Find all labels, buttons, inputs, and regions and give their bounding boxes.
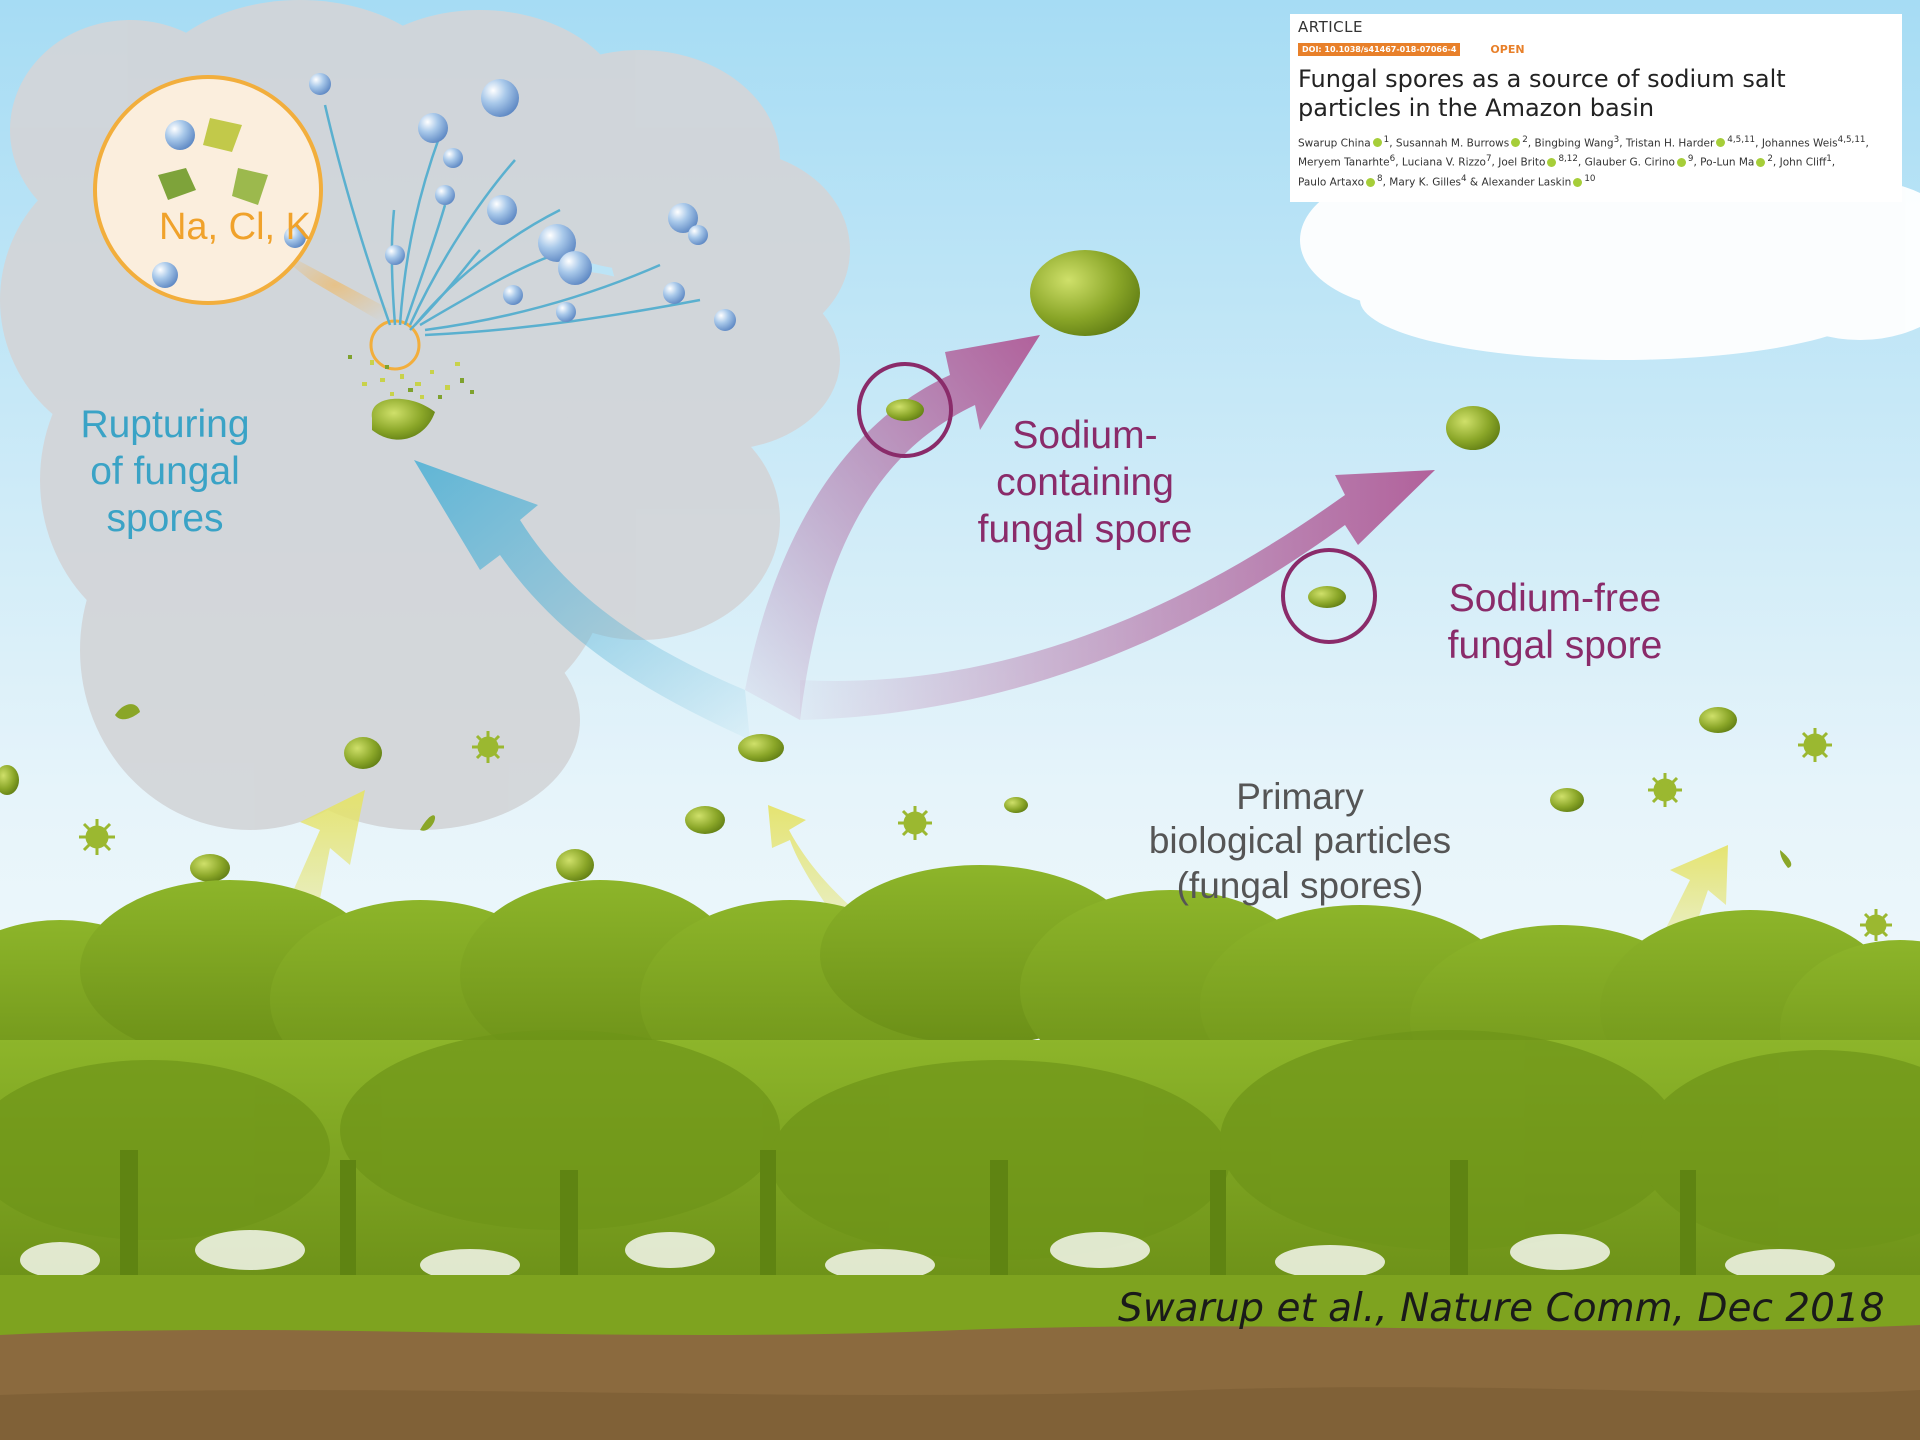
undergrowth: [20, 1230, 1835, 1281]
affiliation-number: 4,5,11: [1837, 134, 1866, 145]
orcid-icon[interactable]: [1372, 138, 1382, 148]
source-spore: [738, 734, 784, 762]
author-name[interactable]: Mary K. Gilles: [1389, 176, 1462, 189]
particle-burst: [323, 104, 701, 337]
affiliation-number: 1: [1826, 154, 1832, 165]
sodium-free-spore: [1446, 406, 1500, 450]
author-name[interactable]: Bingbing Wang: [1534, 137, 1614, 150]
author-name[interactable]: Glauber G. Cirino: [1584, 156, 1675, 169]
affiliation-number: 4: [1461, 174, 1467, 185]
author-name[interactable]: Alexander Laskin: [1481, 176, 1572, 189]
element-magnifier: [93, 75, 421, 371]
affiliation-number: 8: [1377, 174, 1383, 185]
primary-particles-label: Primary biological particles (fungal spo…: [1148, 776, 1452, 906]
ruptured-spore: [348, 355, 474, 440]
orcid-icon[interactable]: [1676, 157, 1686, 167]
author-name[interactable]: Susannah M. Burrows: [1395, 137, 1510, 150]
affiliation-number: 6: [1389, 154, 1396, 165]
article-title: Fungal spores as a source of sodium salt…: [1298, 65, 1786, 122]
orcid-icon[interactable]: [1511, 138, 1521, 148]
author-name[interactable]: Joel Brito: [1498, 156, 1546, 169]
affiliation-number: 10: [1584, 174, 1596, 185]
author-name[interactable]: John Cliff: [1779, 156, 1827, 169]
doi-badge[interactable]: DOI: 10.1038/s41467-018-07066-4: [1298, 42, 1461, 56]
citation: Swarup et al., Nature Comm, Dec 2018: [1118, 1286, 1885, 1331]
sodium-containing-spore: [1030, 250, 1140, 336]
sodium-free-label: Sodium-free fungal spore: [1447, 577, 1663, 667]
author-name[interactable]: Luciana V. Rizzo: [1401, 156, 1486, 169]
affiliation-number: 7: [1485, 154, 1492, 165]
salt-particles: [309, 73, 736, 331]
grass: [0, 1275, 1920, 1340]
affiliation-number: 8,12: [1558, 154, 1578, 165]
affiliation-number: 4,5,11: [1727, 134, 1756, 145]
forest-shadow: [0, 1030, 1920, 1260]
rupture-cloud: [0, 0, 850, 830]
sodium-spore-marker: [857, 362, 953, 458]
rupture-arrow: [414, 460, 750, 740]
author-line: Meryem Tanarhte6, Luciana V. Rizzo7, Joe…: [1298, 154, 1836, 169]
author-name[interactable]: Po-Lun Ma: [1700, 156, 1755, 169]
floating-spores: [0, 704, 1792, 891]
open-access-label: OPEN: [1490, 42, 1525, 56]
author-name[interactable]: Paulo Artaxo: [1298, 176, 1364, 189]
orcid-icon[interactable]: [1366, 177, 1375, 187]
affiliation-number: 3: [1613, 134, 1620, 145]
article-type: ARTICLE: [1298, 18, 1363, 36]
affiliation-number: 2: [1767, 154, 1773, 165]
sodium-containing-label: Sodium- containing fungal spore: [977, 414, 1193, 551]
orcid-icon[interactable]: [1716, 138, 1726, 148]
orcid-icon[interactable]: [1573, 177, 1583, 187]
element-list-label: Na, Cl, K: [158, 206, 312, 248]
author-name[interactable]: Tristan H. Harder: [1625, 137, 1715, 150]
affiliation-number: 2: [1522, 134, 1528, 145]
author-name[interactable]: Meryem Tanarhte: [1298, 156, 1390, 169]
affiliation-number: 1: [1383, 134, 1390, 145]
sodium-free-spore-marker: [1281, 548, 1377, 644]
article-badges: DOI: 10.1038/s41467-018-07066-4 OPEN: [1298, 40, 1894, 58]
sodium-free-arrow: [800, 470, 1435, 720]
orcid-icon[interactable]: [1756, 157, 1766, 167]
rupturing-label: Rupturing of fungal spores: [80, 403, 250, 540]
orcid-icon[interactable]: [1547, 157, 1557, 167]
affiliation-number: 9: [1687, 154, 1694, 165]
author-name[interactable]: Swarup China: [1298, 137, 1371, 150]
article-header-card: ARTICLE DOI: 10.1038/s41467-018-07066-4 …: [1290, 14, 1902, 202]
author-name[interactable]: Johannes Weis: [1761, 137, 1838, 150]
